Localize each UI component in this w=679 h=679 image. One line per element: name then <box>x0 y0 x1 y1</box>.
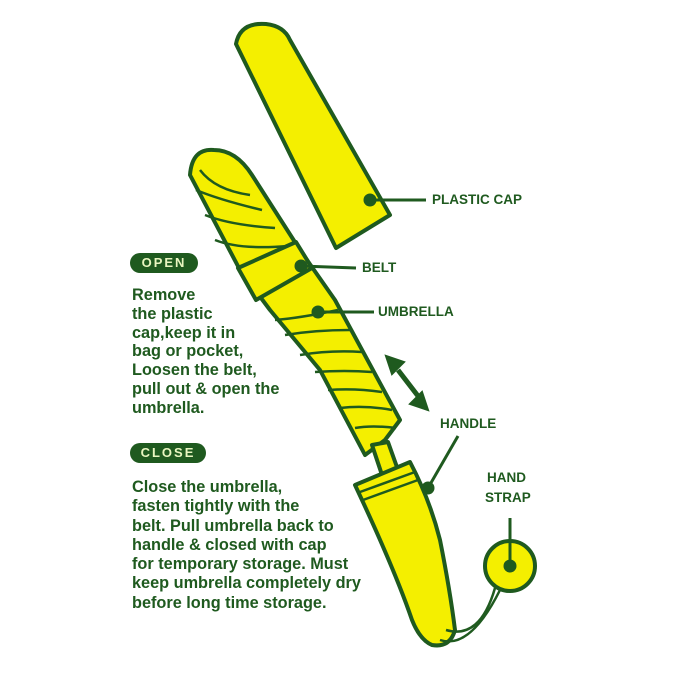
open-line: the plastic <box>132 304 213 323</box>
umbrella-label: UMBRELLA <box>378 304 454 319</box>
open-line: cap,keep it in <box>132 323 236 342</box>
open-instructions: Remove the plastic cap,keep it in bag or… <box>132 286 279 418</box>
close-instructions: Close the umbrella, fasten tightly with … <box>132 478 361 613</box>
open-line: Loosen the belt, <box>132 361 257 380</box>
open-badge: OPEN <box>130 253 198 273</box>
open-line: Remove <box>132 286 196 304</box>
belt-shape <box>236 240 314 302</box>
pull-direction-arrow-icon <box>384 354 430 412</box>
open-line: umbrella. <box>132 398 205 417</box>
close-line: fasten tightly with the <box>132 497 300 516</box>
open-line: bag or pocket, <box>132 342 244 361</box>
close-line: handle & closed with cap <box>132 535 327 554</box>
close-line: Close the umbrella, <box>132 478 283 496</box>
hand-strap-label-2: STRAP <box>485 490 531 505</box>
belt-label: BELT <box>362 260 397 275</box>
close-line: belt. Pull umbrella back to <box>132 516 334 535</box>
close-line: before long time storage. <box>132 593 327 612</box>
close-line: keep umbrella completely dry <box>132 574 361 593</box>
plastic-cap-label: PLASTIC CAP <box>432 192 523 207</box>
close-badge: CLOSE <box>130 443 206 463</box>
hand-strap-label-1: HAND <box>487 470 526 485</box>
handle-shape <box>353 460 457 648</box>
handle-label: HANDLE <box>440 416 497 431</box>
close-line: for temporary storage. Must <box>132 555 349 574</box>
plastic-cap-shape <box>234 21 392 250</box>
open-line: pull out & open the <box>132 379 280 398</box>
